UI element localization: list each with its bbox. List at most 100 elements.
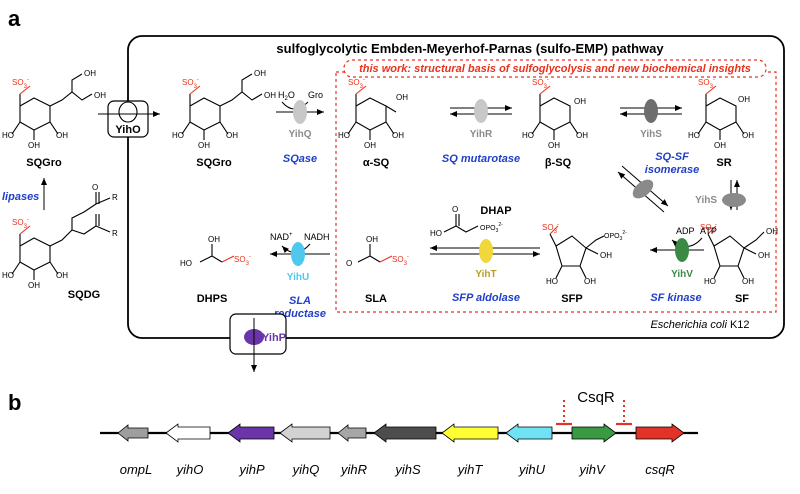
lipases-label: lipases xyxy=(2,191,39,203)
svg-text:OH: OH xyxy=(600,251,612,260)
svg-text:OH: OH xyxy=(396,93,408,102)
yiho-channel-icon xyxy=(118,101,138,123)
gene-arrow-yihs xyxy=(373,423,437,443)
svg-text:SO3-: SO3- xyxy=(12,217,29,230)
sr-label: SR xyxy=(716,157,731,169)
yihu-label: YihU xyxy=(287,272,309,283)
gene-label-yihv: yihV xyxy=(578,462,606,477)
gene-label-yiht: yihT xyxy=(457,462,484,477)
this-work-label: this work: structural basis of sulfoglyc… xyxy=(359,63,751,75)
gene-arrow-csqr xyxy=(635,423,685,443)
sq-mutarotase-label: SQ mutarotase xyxy=(442,153,520,165)
diag-yihs-enzyme-icon xyxy=(632,179,654,199)
gro-label: Gro xyxy=(308,90,323,100)
organism-strain: K12 xyxy=(727,319,750,331)
nad-label: NAD+ xyxy=(270,232,293,242)
nadh-label: NADH xyxy=(304,232,330,242)
gene-label-ompl: ompL xyxy=(120,462,153,477)
svg-text:SO3-: SO3- xyxy=(348,77,365,90)
svg-text:OH: OH xyxy=(392,131,404,140)
sla-label: SLA xyxy=(365,293,387,305)
sqase-label: SQase xyxy=(283,153,317,165)
yihr-label: YihR xyxy=(470,129,493,140)
gene-label-yihu: yihU xyxy=(518,462,546,477)
svg-text:R: R xyxy=(112,193,118,202)
svg-text:OH: OH xyxy=(198,141,210,150)
yiht-enzyme-icon xyxy=(479,239,493,263)
pathway-box xyxy=(127,35,785,339)
sq-sf-isomerase-label-2: isomerase xyxy=(645,164,699,176)
svg-text:OH: OH xyxy=(254,69,266,78)
svg-text:O: O xyxy=(452,205,458,214)
svg-text:HO: HO xyxy=(2,271,14,280)
sfp-label: SFP xyxy=(561,293,582,305)
gene-label-yiho: yihO xyxy=(176,462,204,477)
sfp-structure: SO3- OPO32- OH HO OH xyxy=(542,222,627,286)
sq-sf-isomerase-label-1: SQ-SF xyxy=(655,151,689,163)
svg-text:OH: OH xyxy=(366,235,378,244)
sqgro-outside-structure: SO3- OH OH HO OH OH xyxy=(2,69,106,150)
svg-text:OH: OH xyxy=(576,131,588,140)
sqgro-inside-label: SQGro xyxy=(196,157,232,169)
svg-text:HO: HO xyxy=(522,131,534,140)
svg-text:R: R xyxy=(112,229,118,238)
sfp-aldolase-label: SFP aldolase xyxy=(452,292,520,304)
svg-text:SO3-: SO3- xyxy=(182,77,199,90)
yihr-enzyme-icon xyxy=(474,99,488,123)
sla-reductase-label-2: reductase xyxy=(274,308,326,320)
svg-text:OH: OH xyxy=(208,235,220,244)
svg-text:OH: OH xyxy=(584,277,596,286)
organism-name: Escherichia coli xyxy=(650,319,727,331)
svg-text:OH: OH xyxy=(56,271,68,280)
svg-text:OH: OH xyxy=(548,141,560,150)
svg-text:OH: OH xyxy=(758,251,770,260)
yihs-top-label: YihS xyxy=(640,129,662,140)
svg-text:OH: OH xyxy=(766,227,778,236)
svg-text:OH: OH xyxy=(574,97,586,106)
sqgro-outside-label: SQGro xyxy=(26,157,62,169)
yihu-enzyme-icon xyxy=(291,242,305,266)
sr-structure: SO3- OH HO OH OH xyxy=(688,77,754,150)
yihs-top-enzyme-icon xyxy=(644,99,658,123)
alpha-sq-structure: SO3- OH HO OH OH xyxy=(338,77,408,150)
svg-text:OH: OH xyxy=(742,131,754,140)
svg-text:HO: HO xyxy=(172,131,184,140)
yiho-label: YihO xyxy=(115,124,141,136)
svg-text:OH: OH xyxy=(84,69,96,78)
yihv-enzyme-icon xyxy=(675,238,689,262)
alpha-sq-label: α-SQ xyxy=(363,157,390,169)
gene-label-yihp: yihP xyxy=(238,462,265,477)
svg-text:SO3-: SO3- xyxy=(698,77,715,90)
gene-arrow-yihp xyxy=(227,423,275,443)
svg-text:SO3-: SO3- xyxy=(542,222,559,235)
sla-reductase-label-1: SLA xyxy=(289,295,311,307)
yihs-right-label: YihS xyxy=(695,195,717,206)
panel-a-letter: a xyxy=(8,6,21,31)
adp-label: ADP xyxy=(676,226,695,236)
svg-text:HO: HO xyxy=(2,131,14,140)
h2o-label: H2O xyxy=(278,90,295,102)
svg-text:O: O xyxy=(346,259,352,268)
svg-text:O: O xyxy=(92,183,98,192)
this-work-banner xyxy=(343,59,767,78)
svg-text:OH: OH xyxy=(28,281,40,290)
pathway-title: sulfoglycolytic Embden-Meyerhof-Parnas (… xyxy=(276,41,664,56)
svg-text:OH: OH xyxy=(56,131,68,140)
svg-text:OH: OH xyxy=(226,131,238,140)
gene-arrow-yiho xyxy=(165,423,211,443)
svg-text:HO: HO xyxy=(180,259,192,268)
gene-arrow-yihu xyxy=(505,423,553,443)
dhap-label: DHAP xyxy=(480,205,511,217)
svg-text:HO: HO xyxy=(546,277,558,286)
sf-label: SF xyxy=(735,293,749,305)
svg-text:HO: HO xyxy=(704,277,716,286)
svg-text:OH: OH xyxy=(738,95,750,104)
svg-text:OH: OH xyxy=(742,277,754,286)
sf-kinase-label: SF kinase xyxy=(650,292,701,304)
svg-text:SO3-: SO3- xyxy=(532,77,549,90)
gene-arrow-yihv xyxy=(571,423,617,443)
gene-label-yihr: yihR xyxy=(340,462,367,477)
gene-label-yihq: yihQ xyxy=(292,462,320,477)
csqr-regulator-label: CsqR xyxy=(577,389,615,406)
